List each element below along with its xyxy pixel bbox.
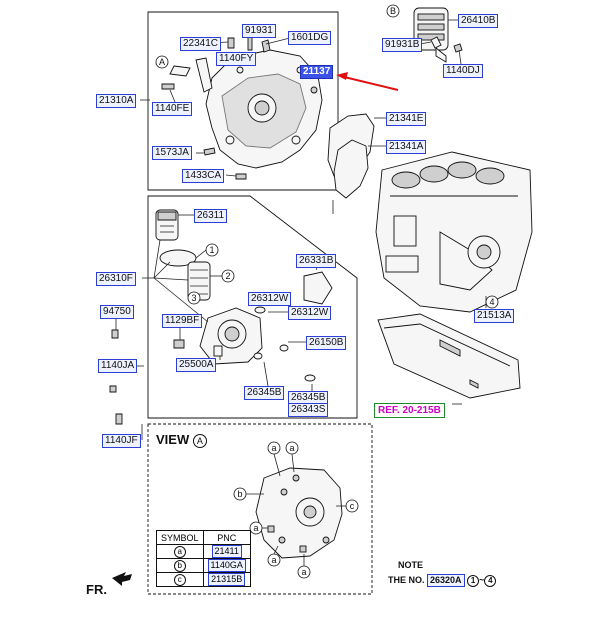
pnc-1140GA[interactable]: 1140GA <box>207 559 246 572</box>
oil-cooler-part <box>413 7 449 63</box>
note-range-sep: ~ <box>479 575 485 585</box>
callout-A-top: A <box>159 57 165 67</box>
callout-1: 1 <box>209 245 214 255</box>
symbol-b: b <box>173 559 186 572</box>
label-21341E[interactable]: 21341E <box>386 112 427 126</box>
view-a-callouts: a a b c a a a <box>233 441 359 579</box>
label-26410B[interactable]: 26410B <box>458 14 499 28</box>
label-91931B[interactable]: 91931B <box>382 38 423 52</box>
o-ring-26150B <box>279 344 289 352</box>
red-arrow-icon <box>336 72 348 80</box>
oil-pan-part <box>377 313 521 399</box>
label-21341A[interactable]: 21341A <box>386 140 427 154</box>
table-row: b 1140GA <box>156 558 251 573</box>
note-title: NOTE <box>398 560 424 570</box>
svg-text:a: a <box>271 555 276 565</box>
fr-arrow-icon <box>112 572 132 586</box>
callout-4: 4 <box>489 297 494 307</box>
symbol-table: SYMBOL PNC a 21411 b 1140GA c 21315B <box>156 530 251 587</box>
callout-3: 3 <box>191 293 196 303</box>
view-a-title: VIEW A <box>156 432 207 448</box>
svg-text:a: a <box>253 523 258 533</box>
label-1433CA[interactable]: 1433CA <box>182 169 225 183</box>
bolt-91931B <box>430 36 442 49</box>
note-range-from: 1 <box>467 575 480 587</box>
view-ref-circle: A <box>192 434 207 448</box>
arrow-a-shape <box>169 65 191 77</box>
label-21137[interactable]: 21137 <box>300 65 334 79</box>
filter-cap-part <box>155 209 179 241</box>
label-21310A[interactable]: 21310A <box>96 94 137 108</box>
label-26310F[interactable]: 26310F <box>96 272 136 286</box>
label-1140JF[interactable]: 1140JF <box>102 434 141 448</box>
svg-text:a: a <box>271 443 276 453</box>
label-1140FY[interactable]: 1140FY <box>216 52 257 66</box>
sensor-94750 <box>111 329 119 339</box>
note-body: THE NO. 26320A 1~4 <box>388 574 497 587</box>
plug-21137 <box>310 86 318 94</box>
o-ring-26345B <box>253 352 263 360</box>
view-a-frame <box>147 423 373 595</box>
o-ring-26343S <box>304 374 316 382</box>
label-26311[interactable]: 26311 <box>194 209 228 223</box>
note-pnc[interactable]: 26320A <box>427 574 465 587</box>
label-94750[interactable]: 94750 <box>100 305 134 319</box>
label-26312W-b[interactable]: 26312W <box>288 306 332 320</box>
note-prefix: THE NO. <box>388 575 425 585</box>
label-1140FE[interactable]: 1140FE <box>152 102 193 116</box>
view-title-text: VIEW <box>156 432 190 447</box>
bolt-1129BF <box>173 339 185 349</box>
gasket-26331B <box>303 271 333 305</box>
table-row: c 21315B <box>156 572 251 587</box>
label-26150B[interactable]: 26150B <box>306 336 347 350</box>
label-25500A[interactable]: 25500A <box>176 358 217 372</box>
label-1129BF[interactable]: 1129BF <box>162 314 203 328</box>
label-1140JA[interactable]: 1140JA <box>98 359 138 373</box>
front-direction-label: FR. <box>86 582 107 597</box>
bolt-1601DG <box>261 39 271 53</box>
note-range-to: 4 <box>484 575 497 587</box>
timing-cover-part <box>205 49 323 169</box>
svg-text:b: b <box>237 489 242 499</box>
oil-filter-frame <box>147 195 358 419</box>
label-1573JA[interactable]: 1573JA <box>152 146 192 160</box>
engine-block-part <box>375 151 533 313</box>
label-26345B-a[interactable]: 26345B <box>244 386 285 400</box>
svg-text:a: a <box>289 443 294 453</box>
pnc-21411[interactable]: 21411 <box>211 545 242 558</box>
label-26331B[interactable]: 26331B <box>296 254 337 268</box>
svg-text:a: a <box>301 567 306 577</box>
callout-2: 2 <box>225 271 230 281</box>
label-1601DG[interactable]: 1601DG <box>288 31 332 45</box>
bolt-22341C <box>227 37 235 49</box>
bolt-91931 <box>247 35 253 51</box>
bolt-1140FE <box>161 83 175 90</box>
svg-text:c: c <box>350 501 355 511</box>
bolt-1140JA <box>109 385 117 393</box>
symbol-header: SYMBOL <box>156 530 204 545</box>
view-a-cover-part <box>255 467 343 559</box>
reference-label[interactable]: REF. 20-215B <box>374 403 445 418</box>
label-1140DJ[interactable]: 1140DJ <box>443 64 483 78</box>
pnc-header: PNC <box>202 530 251 545</box>
gasket-21341A <box>333 139 369 199</box>
table-row: a 21411 <box>156 544 251 559</box>
label-26343S[interactable]: 26343S <box>288 403 329 417</box>
label-26312W-a[interactable]: 26312W <box>248 292 292 306</box>
label-21513A[interactable]: 21513A <box>474 309 515 323</box>
pnc-21315B[interactable]: 21315B <box>208 573 246 586</box>
bolt-1140JF <box>115 413 123 425</box>
o-ring-26312W <box>254 306 266 314</box>
bracket-part <box>195 57 213 93</box>
label-22341C[interactable]: 22341C <box>180 37 222 51</box>
callout-B: B <box>390 6 396 16</box>
bolt-1433CA <box>235 173 247 180</box>
label-91931[interactable]: 91931 <box>242 24 276 38</box>
bolt-1140DJ <box>453 43 463 65</box>
symbol-a: a <box>173 545 186 558</box>
symbol-c: c <box>173 573 186 586</box>
filter-housing-part <box>199 307 263 365</box>
dowel-1573JA <box>203 147 216 156</box>
